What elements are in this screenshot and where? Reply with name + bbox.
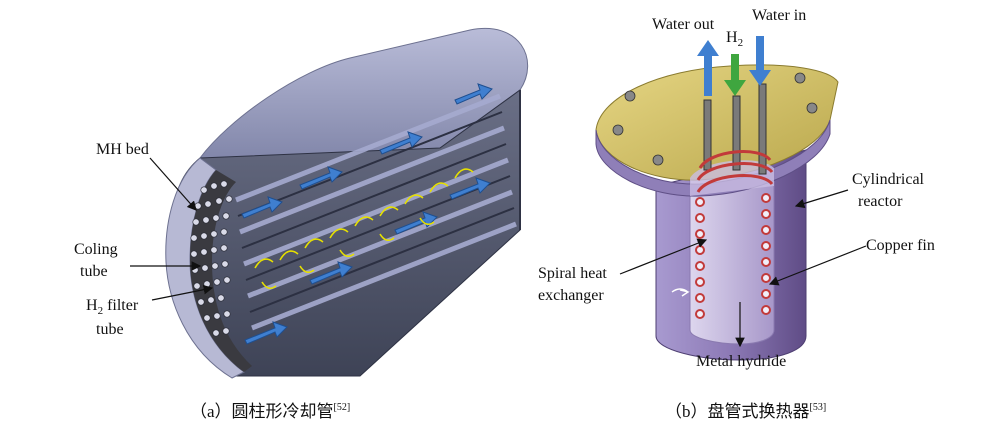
h2-inlet-arrow: [724, 54, 746, 96]
label-h2-filter-line1: H2 filter: [86, 296, 138, 321]
coolant-channels: [235, 93, 517, 331]
hydrogen-diffusion-paths: [254, 168, 474, 290]
flow-arrows: [241, 83, 493, 345]
h2-symbol: H: [86, 297, 98, 314]
label-cooling-tube-line2: tube: [80, 263, 108, 280]
label-cylindrical-line1: Cylindrical: [852, 171, 924, 188]
label-water-out: Water out: [652, 16, 715, 33]
lid-bolts: [612, 72, 818, 166]
label-spiral-line2: exchanger: [538, 287, 604, 304]
caption-a-ref: [52]: [333, 402, 351, 413]
water-out-arrow: [697, 40, 719, 96]
label-cooling-tube-line1: Coling: [74, 241, 118, 258]
feed-pipes: [703, 83, 767, 175]
h2-subscript: 2: [97, 305, 104, 317]
caption-a-text: （a）圆柱形冷却管: [190, 402, 334, 421]
caption-b-ref: [53]: [809, 402, 827, 413]
label-metal-hydride: Metal hydride: [696, 353, 787, 370]
label-water-in: Water in: [752, 7, 807, 24]
water-in-arrow: [749, 36, 771, 86]
panel-b-leaders: [619, 189, 867, 348]
inner-flow-indicator: [671, 288, 690, 297]
label-h2-inlet: H2: [726, 28, 743, 53]
spiral-reactor-illustration: [595, 36, 839, 361]
label-h2-filter-line2: tube: [96, 321, 124, 338]
panel-a-leaders: [130, 157, 214, 301]
label-copper-fin: Copper fin: [866, 237, 935, 254]
label-spiral-line1: Spiral heat: [538, 265, 607, 282]
coil-cross-sections: [695, 193, 771, 319]
caption-b-text: （b）盘管式换热器: [665, 402, 810, 421]
h2-inlet-subscript: 2: [737, 37, 744, 49]
caption-panel-a: （a）圆柱形冷却管[52]: [190, 397, 350, 422]
end-face-holes: [190, 180, 233, 337]
reactor-lid: [595, 64, 839, 181]
cooling-tube-illustration: [165, 28, 529, 379]
spiral-coil: [696, 150, 774, 193]
label-mh-bed: MH bed: [96, 141, 149, 158]
caption-panel-b: （b）盘管式换热器[53]: [665, 397, 826, 422]
label-cylindrical-line2: reactor: [858, 193, 903, 210]
h2-inlet-symbol: H: [726, 29, 738, 46]
filter-word: filter: [103, 297, 139, 314]
